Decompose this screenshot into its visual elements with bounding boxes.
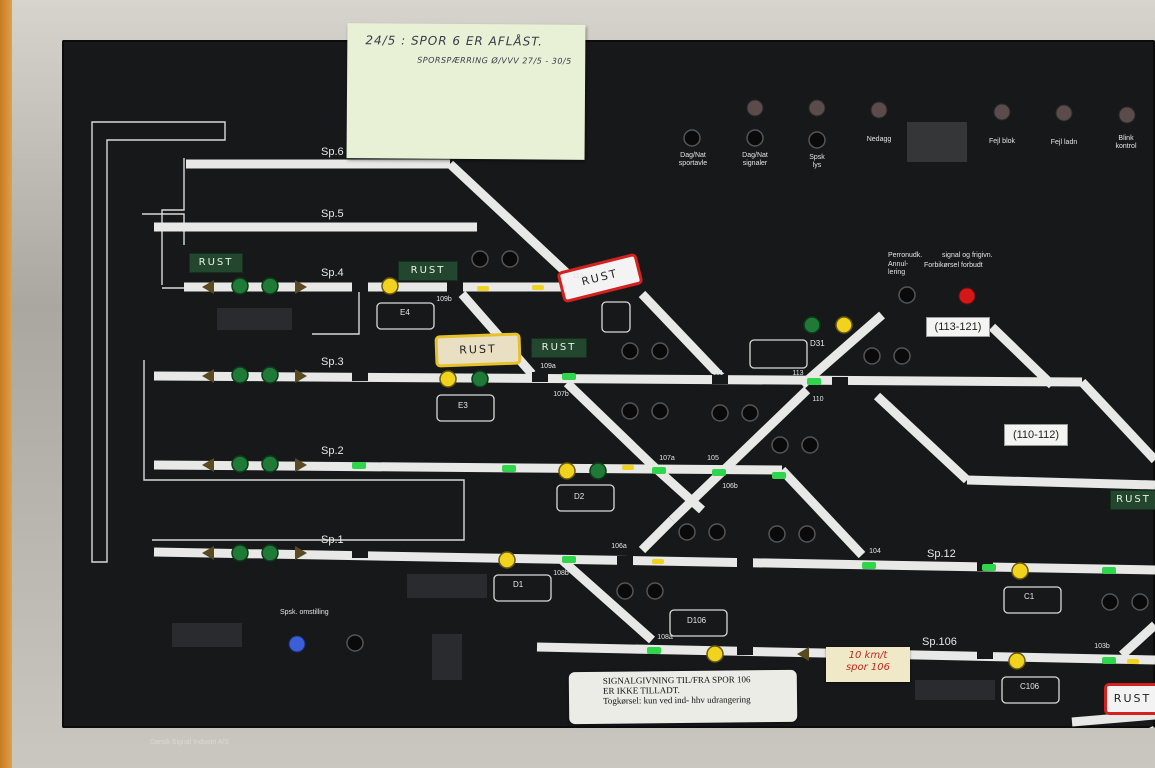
track-diagram — [91, 99, 1155, 728]
speed-limit-note: 10 km/t spor 106 — [826, 647, 910, 682]
signal-control-panel: Sp.6 Sp.5 Sp.4 Sp.3 Sp.2 Sp.1 Sp.12 Sp.1… — [62, 40, 1155, 746]
switch-105: 105 — [707, 455, 719, 462]
rust-label-sp4b: RUST — [398, 261, 458, 281]
track-label-sp5: Sp.5 — [321, 208, 344, 220]
tape-patches — [172, 122, 995, 700]
switch-110: 110 — [812, 396, 824, 403]
track-label-sp106: Sp.106 — [922, 636, 957, 648]
switch-111: 111 — [712, 370, 724, 377]
label-spsk-omstilling: Spsk. omstilling — [280, 609, 329, 616]
switch-109b: 109b — [436, 296, 452, 303]
label-fejl-blok: Fejl blok — [988, 138, 1016, 145]
signal-e3: E3 — [458, 401, 468, 410]
rust-label-sp4: RUST — [189, 253, 243, 273]
indicator-lamps — [288, 99, 1136, 653]
label-nedagg: Nedagg — [866, 136, 892, 143]
label-perronudk: Perronudk. — [888, 252, 923, 259]
signal-d1: D1 — [513, 580, 524, 589]
sticky-note-line1: 24/5 : SPOR 6 ER AFLÅST. — [365, 33, 544, 49]
schematic-outlines — [91, 121, 465, 563]
rust-label-sp3: RUST — [531, 338, 587, 358]
switch-107a: 107a — [659, 455, 675, 462]
switch-113: 113 — [792, 370, 804, 377]
signal-boxes — [376, 301, 1062, 704]
occupancy-lamps — [477, 285, 1139, 664]
switch-104: 104 — [869, 548, 881, 555]
sticky-note: 24/5 : SPOR 6 ER AFLÅST. SPORSPÆRRING Ø/… — [346, 23, 586, 160]
track-gaps — [352, 282, 993, 659]
signal-d2: D2 — [574, 492, 585, 501]
signal-c1: C1 — [1024, 592, 1035, 601]
label-fejl-ladn: Fejl ladn — [1050, 139, 1078, 146]
wooden-edge — [0, 0, 12, 768]
switch-108a: 108a — [657, 634, 673, 641]
label-signal-frigivn: signal og frigivn. — [942, 252, 993, 259]
label-annullering: Annul-lering — [888, 261, 909, 276]
switch-106a: 106a — [611, 543, 627, 550]
track-label-sp12: Sp.12 — [927, 548, 956, 560]
track-label-sp2: Sp.2 — [321, 445, 344, 457]
signal-d106: D106 — [687, 616, 707, 625]
signal-d31: D31 — [810, 339, 825, 348]
manufacturer-label: Dansk Signal Industri A/S — [150, 739, 229, 746]
route-lamps — [352, 373, 1116, 664]
switch-108b: 108b — [553, 570, 569, 577]
switch-109a: 109a — [540, 363, 556, 370]
label-forbikorsel: Forbikørsel forbudt — [924, 262, 983, 269]
speed-note-line1: 10 km/t — [848, 650, 888, 661]
rust-card-red-right[interactable]: RUST — [1104, 683, 1155, 715]
switch-103b: 103b — [1094, 643, 1110, 650]
signal-e4: E4 — [400, 308, 410, 317]
switch-112: 112 — [572, 273, 584, 280]
direction-arrows — [202, 280, 809, 661]
rust-card-yellow[interactable]: RUST — [434, 332, 522, 368]
speed-note-line2: spor 106 — [845, 662, 891, 673]
track-label-sp6: Sp.6 — [321, 146, 344, 158]
route-tag-113-121: (113-121) — [926, 317, 990, 337]
signal-c106: C106 — [1020, 682, 1040, 691]
route-tag-110-112: (110-112) — [1004, 424, 1068, 446]
switch-107b: 107b — [553, 391, 569, 398]
notice-sign: SIGNALGIVNING TIL/FRA SPOR 106 ER IKKE T… — [568, 669, 798, 725]
notice-line3: Togkørsel: kun ved ind- hhv udrangering — [602, 694, 751, 706]
track-label-sp4: Sp.4 — [321, 267, 344, 279]
yellow-signal-lamps — [381, 277, 1029, 670]
switch-106b: 106b — [722, 483, 738, 490]
track-label-sp1: Sp.1 — [321, 534, 344, 546]
rust-label-right: RUST — [1110, 490, 1155, 510]
sticky-note-line2: SPORSPÆRRING Ø/VVV 27/5 - 30/5 — [417, 55, 572, 66]
track-label-sp3: Sp.3 — [321, 356, 344, 368]
green-buttons[interactable] — [231, 277, 821, 562]
